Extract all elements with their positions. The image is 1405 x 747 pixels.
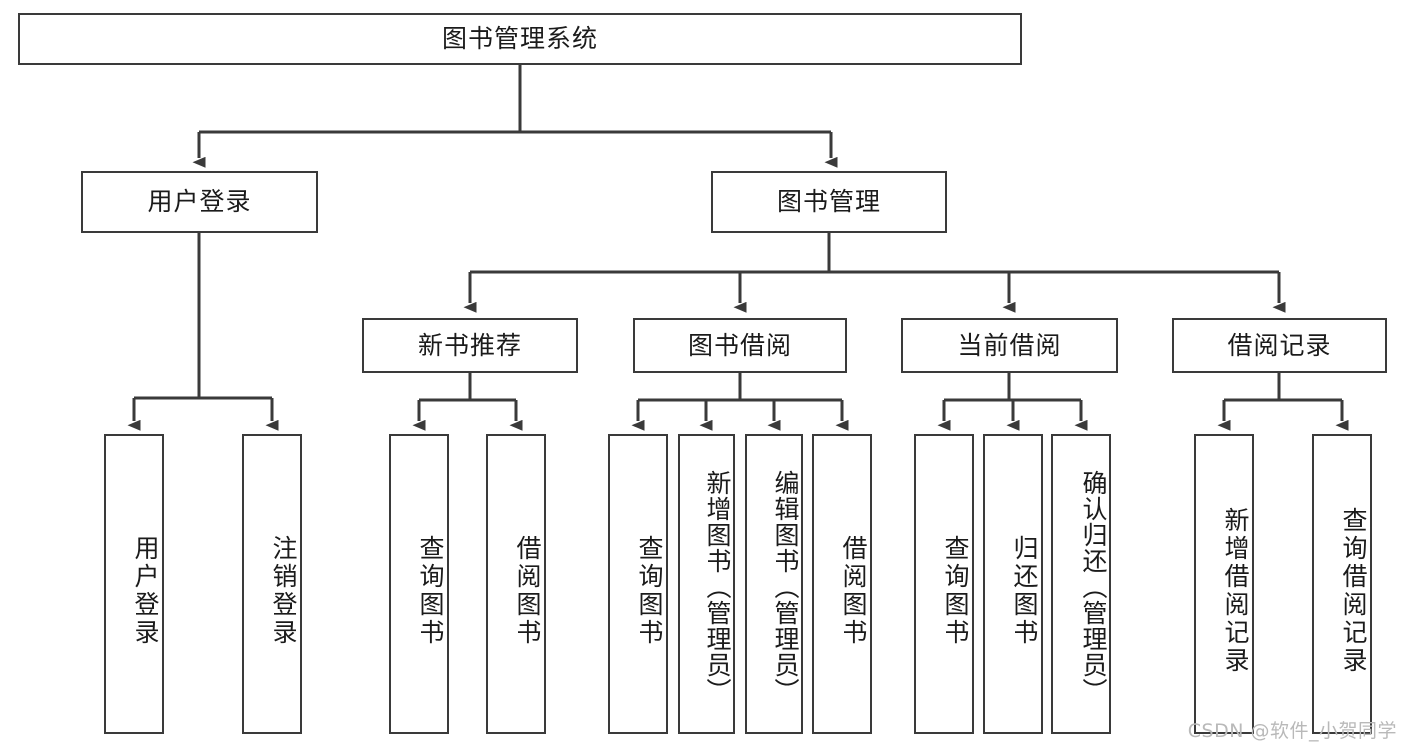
- node-book-management-label: 图书管理: [776, 187, 881, 217]
- node-leaf-add-borrow-record-label: 新增借阅记录: [1221, 507, 1250, 675]
- node-leaf-query-book-1[interactable]: 查询图书: [389, 434, 449, 734]
- node-new-book-recommend[interactable]: 新书推荐: [362, 318, 578, 373]
- node-leaf-query-book-3[interactable]: 查询图书: [914, 434, 974, 734]
- node-leaf-borrow-book-1-label: 借阅图书: [513, 535, 542, 647]
- watermark: CSDN @软件_小贺同学: [1187, 720, 1397, 742]
- node-leaf-query-borrow-record-label: 查询借阅记录: [1339, 507, 1368, 675]
- node-book-management[interactable]: 图书管理: [711, 171, 947, 233]
- node-root-label: 图书管理系统: [441, 24, 598, 54]
- node-leaf-query-book-1-label: 查询图书: [416, 535, 445, 647]
- node-leaf-edit-book-admin[interactable]: 编辑图书（管理员）: [745, 434, 803, 734]
- node-leaf-logout-login-label: 注销登录: [269, 535, 298, 647]
- node-user-login[interactable]: 用户登录: [81, 171, 318, 233]
- node-leaf-borrow-book-2[interactable]: 借阅图书: [812, 434, 872, 734]
- node-leaf-confirm-return-admin-label: 确认归还（管理员）: [1079, 470, 1108, 704]
- node-user-login-label: 用户登录: [147, 187, 252, 217]
- node-current-borrow-label: 当前借阅: [957, 330, 1062, 360]
- node-leaf-borrow-book-1[interactable]: 借阅图书: [486, 434, 546, 734]
- node-leaf-query-book-3-label: 查询图书: [941, 535, 970, 647]
- node-leaf-user-login[interactable]: 用户登录: [104, 434, 164, 734]
- node-borrow-record[interactable]: 借阅记录: [1172, 318, 1387, 373]
- node-borrow-record-label: 借阅记录: [1227, 330, 1332, 360]
- node-leaf-logout-login[interactable]: 注销登录: [242, 434, 302, 734]
- node-root[interactable]: 图书管理系统: [18, 13, 1022, 65]
- node-leaf-add-book-admin[interactable]: 新增图书（管理员）: [678, 434, 735, 734]
- node-leaf-add-book-admin-label: 新增图书（管理员）: [703, 470, 732, 704]
- node-leaf-confirm-return-admin[interactable]: 确认归还（管理员）: [1051, 434, 1111, 734]
- node-new-book-recommend-label: 新书推荐: [417, 330, 522, 360]
- node-leaf-return-book-label: 归还图书: [1010, 535, 1039, 647]
- node-book-borrow-label: 图书借阅: [687, 330, 792, 360]
- node-leaf-query-book-2[interactable]: 查询图书: [608, 434, 668, 734]
- node-leaf-query-borrow-record[interactable]: 查询借阅记录: [1312, 434, 1372, 734]
- node-leaf-borrow-book-2-label: 借阅图书: [839, 535, 868, 647]
- node-current-borrow[interactable]: 当前借阅: [901, 318, 1118, 373]
- node-leaf-return-book[interactable]: 归还图书: [983, 434, 1043, 734]
- node-leaf-query-book-2-label: 查询图书: [635, 535, 664, 647]
- node-leaf-user-login-label: 用户登录: [131, 535, 160, 647]
- node-book-borrow[interactable]: 图书借阅: [633, 318, 847, 373]
- node-leaf-edit-book-admin-label: 编辑图书（管理员）: [771, 470, 800, 704]
- node-leaf-add-borrow-record[interactable]: 新增借阅记录: [1194, 434, 1254, 734]
